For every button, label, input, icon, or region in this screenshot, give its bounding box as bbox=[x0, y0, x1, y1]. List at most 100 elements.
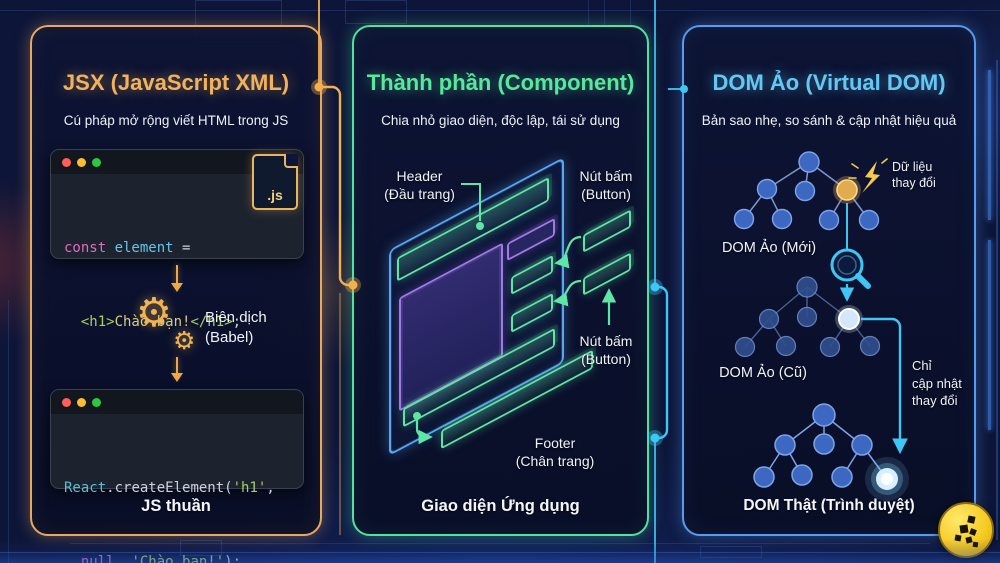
changed-node-glow bbox=[833, 176, 861, 204]
panel-jsx-title: JSX (JavaScript XML) bbox=[62, 70, 290, 95]
js-file-icon: .js bbox=[252, 154, 298, 210]
window-minimize-dot bbox=[77, 157, 86, 167]
button-label-bottom-line2: (Button) bbox=[581, 351, 631, 368]
updated-node-halo bbox=[865, 457, 909, 501]
button-label-bottom-line1: Nút bấm bbox=[579, 333, 633, 349]
tree-node bbox=[758, 308, 780, 330]
code-token: element bbox=[114, 240, 174, 256]
tree-node bbox=[791, 464, 813, 486]
magnifier-handle bbox=[855, 273, 871, 289]
brand-logo-glyph bbox=[954, 515, 979, 548]
code-window-titlebar bbox=[51, 390, 303, 414]
header-label-line2: (Đầu trang) bbox=[384, 186, 455, 203]
code-token: , bbox=[114, 553, 132, 563]
tree-node bbox=[858, 209, 880, 231]
js-file-extension: .js bbox=[267, 187, 283, 203]
code-token: , bbox=[266, 480, 275, 496]
babel-compile-line1: Biên dịch bbox=[205, 309, 267, 326]
footer-label: Footer (Chân trang) bbox=[506, 434, 604, 470]
code-token: const bbox=[64, 240, 115, 256]
code-token: = bbox=[173, 240, 191, 256]
code-line: const element = bbox=[64, 236, 290, 261]
code-token: null bbox=[80, 553, 115, 563]
magnifier-icon bbox=[830, 248, 864, 282]
footer-label-line1: Footer bbox=[534, 435, 576, 451]
connector-dot bbox=[650, 433, 660, 443]
updated-node-glow bbox=[871, 463, 903, 495]
tree-node bbox=[818, 209, 840, 231]
data-change-label: Dữ liệu thay đổi bbox=[892, 159, 964, 192]
new-tree-label: DOM Ảo (Mới) bbox=[721, 240, 817, 256]
cyan-connector bbox=[654, 0, 683, 563]
down-arrow-icon bbox=[171, 357, 183, 382]
new-tree-nodes bbox=[733, 151, 880, 231]
header-label: Header (Đầu trang) bbox=[372, 167, 467, 203]
code-token: </h1> bbox=[190, 313, 233, 330]
lightning-rays bbox=[848, 158, 888, 179]
tree-node bbox=[756, 178, 778, 200]
real-tree-nodes bbox=[753, 403, 873, 488]
circuit-line bbox=[588, 0, 589, 26]
code-token: ); bbox=[224, 553, 242, 563]
tree-node bbox=[734, 336, 756, 358]
circuit-glow-bar bbox=[988, 240, 991, 430]
file-fold-corner bbox=[284, 154, 298, 168]
button-label-top-line2: (Button) bbox=[581, 186, 631, 203]
tree-node bbox=[831, 466, 853, 488]
tree-node bbox=[859, 335, 881, 357]
code-token: .createElement( bbox=[106, 480, 233, 496]
gear-icon: ⚙ bbox=[136, 290, 172, 336]
tree-node bbox=[851, 434, 873, 456]
tree-node bbox=[771, 208, 793, 230]
circuit-line bbox=[8, 300, 9, 563]
window-zoom-dot bbox=[92, 157, 101, 167]
circuit-line bbox=[0, 10, 1000, 11]
data-change-line2: thay đổi bbox=[892, 176, 936, 191]
footer-label-line2: (Chân trang) bbox=[515, 453, 595, 470]
code-token: <h1> bbox=[80, 313, 115, 330]
header-label-line1: Header bbox=[396, 168, 443, 184]
code-token: ; bbox=[232, 313, 242, 330]
tree-node bbox=[775, 335, 797, 357]
vdom-diagram bbox=[733, 151, 909, 501]
babel-compile-label: Biên dịch (Babel) bbox=[205, 308, 267, 349]
updated-node-core bbox=[881, 473, 893, 485]
old-tree-edges bbox=[744, 286, 871, 348]
panel-component-title: Thành phần (Component) bbox=[366, 70, 635, 95]
button-detached-2 bbox=[583, 252, 631, 296]
connector-dot bbox=[650, 282, 660, 292]
update-only-line1: Chỉ bbox=[912, 358, 932, 373]
tree-node bbox=[774, 434, 796, 456]
code-line: null, 'Chào bạn!'); bbox=[64, 550, 290, 563]
lightning-icon bbox=[862, 161, 880, 193]
button-label-bottom: Nút bấm (Button) bbox=[567, 332, 645, 368]
panel-component: Thành phần (Component) Chia nhỏ giao diệ… bbox=[352, 25, 649, 536]
new-tree-edges bbox=[743, 161, 870, 221]
tree-node bbox=[819, 336, 841, 358]
update-only-label: Chỉ cập nhật thay đổi bbox=[912, 357, 972, 410]
update-only-line2: cập nhật bbox=[912, 375, 962, 391]
window-zoom-dot bbox=[92, 397, 101, 407]
panel-vdom-subtitle: Bản sao nhẹ, so sánh & cập nhật hiệu quả bbox=[701, 113, 957, 128]
tree-node bbox=[796, 276, 818, 298]
panel-virtual-dom: DOM Ảo (Virtual DOM) Bản sao nhẹ, so sán… bbox=[682, 25, 976, 536]
panel-jsx: JSX (JavaScript XML) Cú pháp mở rộng viế… bbox=[30, 25, 322, 563]
brand-logo bbox=[938, 502, 994, 558]
code-token: Chào bạn! bbox=[114, 313, 191, 330]
tree-node bbox=[798, 151, 820, 173]
button-label-top: Nút bấm (Button) bbox=[567, 167, 645, 203]
code-line: React.createElement('h1', bbox=[64, 476, 290, 501]
changed-node bbox=[836, 179, 858, 201]
babel-compile-line2: (Babel) bbox=[205, 329, 254, 347]
tree-node bbox=[733, 208, 755, 230]
panel-jsx-footer: JS thuần bbox=[141, 497, 211, 515]
code-token: 'Chào bạn!' bbox=[131, 553, 225, 563]
diff-node bbox=[838, 308, 860, 330]
code-token bbox=[64, 314, 81, 330]
circuit-line bbox=[996, 60, 998, 540]
circuit-rect bbox=[700, 546, 762, 558]
old-tree-nodes bbox=[734, 276, 881, 358]
circuit-glow-bar bbox=[988, 70, 991, 220]
code-body: React.createElement('h1', null, 'Chào bạ… bbox=[51, 414, 303, 563]
